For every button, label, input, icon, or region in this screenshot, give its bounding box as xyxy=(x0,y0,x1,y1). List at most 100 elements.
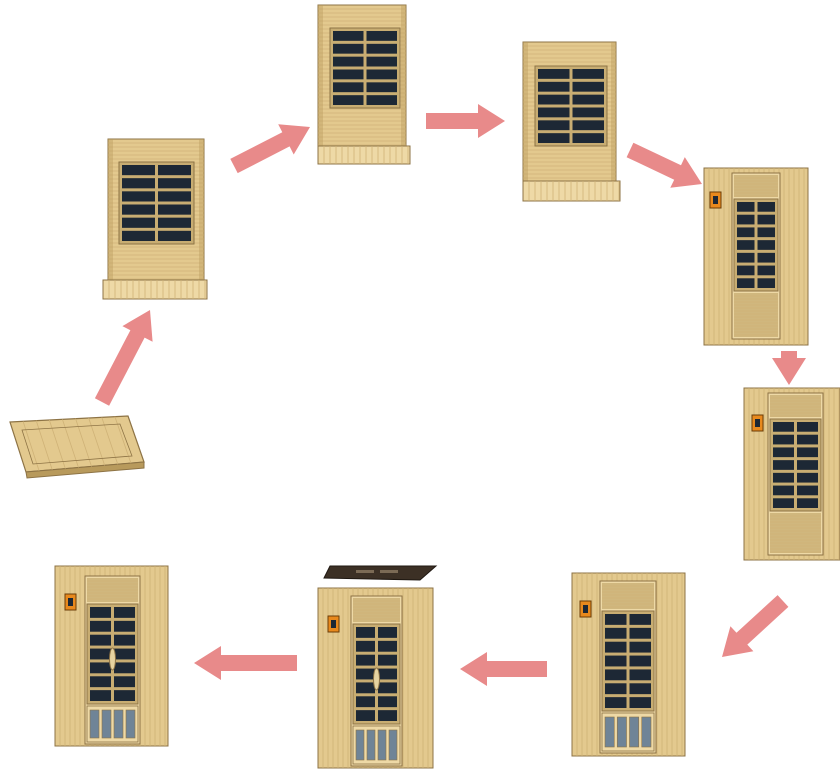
glass-pane xyxy=(572,94,604,105)
glass-pane xyxy=(158,217,191,228)
arrow-step-5-to-6 xyxy=(772,351,806,385)
control-display xyxy=(68,598,73,606)
glass-pane xyxy=(605,683,627,695)
glass-pane xyxy=(90,607,111,618)
glass-pane xyxy=(538,133,570,143)
glass-pane xyxy=(757,240,775,250)
glass-pane xyxy=(333,56,364,67)
step-8-roof-panel xyxy=(323,565,438,581)
glass-pane xyxy=(757,202,775,212)
glass-pane xyxy=(797,472,818,483)
arrow-step-4-to-5 xyxy=(626,142,702,188)
glass-pane xyxy=(572,69,604,79)
glass-pane xyxy=(114,620,135,632)
glass-pane xyxy=(605,641,627,653)
glass-pane xyxy=(737,214,755,225)
glass-pane xyxy=(757,252,775,263)
glass-pane xyxy=(356,627,375,638)
glass-pane xyxy=(333,69,364,80)
glass-pane xyxy=(629,683,651,695)
glass-pane xyxy=(356,682,375,694)
glass-pane xyxy=(629,614,651,625)
wall-edge xyxy=(611,42,616,182)
glass-pane xyxy=(122,191,155,202)
wall-edge xyxy=(108,139,113,281)
glass-pane xyxy=(366,69,397,80)
glass-pane xyxy=(356,668,375,680)
glass-pane xyxy=(158,178,191,189)
glass-pane xyxy=(366,95,397,105)
lower-glass-pane xyxy=(377,729,387,761)
glass-pane xyxy=(605,669,627,681)
glass-pane xyxy=(378,654,397,666)
glass-pane xyxy=(538,94,570,105)
glass-pane xyxy=(122,217,155,228)
glass-pane xyxy=(629,641,651,653)
glass-pane xyxy=(797,434,818,445)
glass-pane xyxy=(737,227,755,238)
lower-glass-pane xyxy=(101,709,112,739)
arrow-step-3-to-4 xyxy=(426,104,505,138)
glass-pane xyxy=(737,265,755,276)
glass-pane xyxy=(158,191,191,202)
glass-pane xyxy=(122,204,155,215)
glass-pane xyxy=(605,614,627,625)
lower-glass-pane xyxy=(113,709,124,739)
glass-pane xyxy=(114,676,135,688)
glass-pane xyxy=(538,81,570,92)
step-5-side-panel xyxy=(703,167,809,346)
control-display xyxy=(583,605,588,613)
glass-pane xyxy=(158,230,191,241)
step-1-floor-base xyxy=(9,415,145,479)
glass-pane xyxy=(629,669,651,681)
wall-edge xyxy=(401,5,406,147)
glass-pane xyxy=(538,120,570,131)
step-7-front-with-bench xyxy=(571,572,686,757)
glass-pane xyxy=(114,662,135,674)
glass-pane xyxy=(366,31,397,41)
glass-pane xyxy=(378,640,397,652)
step-4-back-wall-tilted xyxy=(522,41,621,202)
control-display xyxy=(755,419,760,427)
glass-pane xyxy=(538,69,570,79)
glass-pane xyxy=(158,165,191,176)
glass-pane xyxy=(538,107,570,118)
arrow-step-1-to-2 xyxy=(94,310,153,406)
glass-pane xyxy=(773,460,794,470)
glass-pane xyxy=(757,214,775,225)
glass-pane xyxy=(737,240,755,250)
glass-pane xyxy=(378,696,397,708)
glass-pane xyxy=(605,697,627,708)
step-2-back-wall-on-base xyxy=(102,138,208,300)
glass-pane xyxy=(773,434,794,445)
glass-pane xyxy=(158,204,191,215)
glass-pane xyxy=(114,690,135,701)
glass-pane xyxy=(356,696,375,708)
lower-glass-pane xyxy=(366,729,376,761)
glass-pane xyxy=(366,43,397,54)
window-frame xyxy=(118,161,195,245)
glass-pane xyxy=(114,607,135,618)
control-display xyxy=(713,196,718,204)
floor-base xyxy=(102,279,208,300)
glass-pane xyxy=(773,447,794,458)
door-handle xyxy=(109,647,116,671)
lower-glass-pane xyxy=(125,709,136,739)
glass-pane xyxy=(757,227,775,238)
window-frame xyxy=(534,65,608,147)
glass-pane xyxy=(797,485,818,496)
roof-vent xyxy=(380,570,398,573)
lower-glass-pane xyxy=(604,716,615,748)
glass-pane xyxy=(737,202,755,212)
glass-pane xyxy=(356,710,375,721)
door-handle xyxy=(373,667,380,691)
lower-glass-pane xyxy=(616,716,627,748)
glass-pane xyxy=(629,697,651,708)
floor-base xyxy=(317,145,411,165)
glass-pane xyxy=(366,82,397,93)
glass-pane xyxy=(757,278,775,288)
glass-pane xyxy=(333,31,364,41)
door-top-planks xyxy=(770,395,821,417)
glass-pane xyxy=(737,278,755,288)
